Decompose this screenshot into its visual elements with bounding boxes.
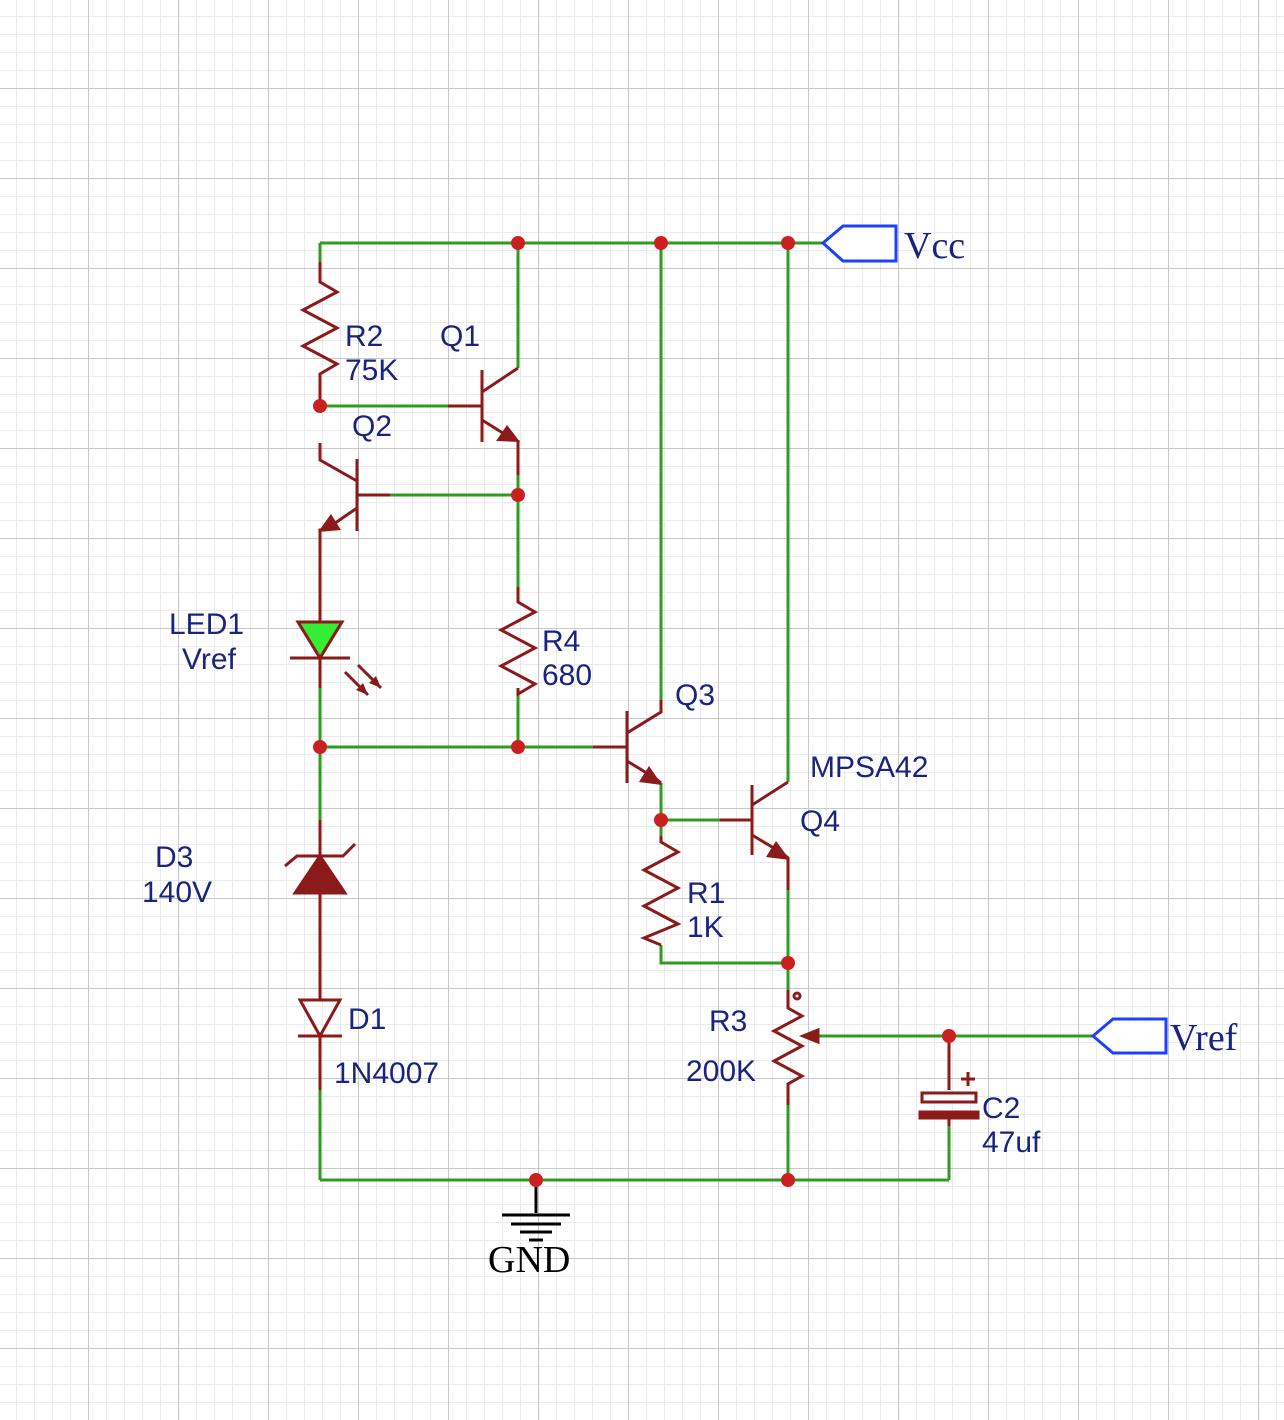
r4-value: 680 [542, 659, 592, 692]
r4-ref: R4 [542, 625, 580, 658]
led-led1[interactable] [290, 608, 383, 697]
r3-ref: R3 [709, 1005, 747, 1038]
zener-d3[interactable] [284, 820, 357, 1000]
net-label-gnd: GND [488, 1239, 570, 1281]
d3-ref: D3 [155, 841, 193, 874]
net-port-vcc[interactable] [820, 224, 898, 263]
led1-ref: LED1 [169, 608, 244, 641]
c2-value: 47uf [982, 1126, 1041, 1159]
r1-ref: R1 [687, 877, 725, 910]
junction-dot [781, 236, 795, 250]
transistor-q4[interactable] [720, 780, 790, 890]
diode-d1[interactable] [297, 998, 343, 1090]
capacitor-c2[interactable] [918, 1036, 980, 1126]
junction-dot [511, 488, 525, 502]
led1-value: Vref [182, 643, 237, 676]
resistor-r1[interactable] [640, 836, 682, 947]
junction-dot [781, 956, 795, 970]
junction-dot [654, 813, 668, 827]
r2-value: 75K [345, 354, 398, 387]
junction-dot [511, 740, 525, 754]
junction-dot [313, 399, 327, 413]
transistor-q2[interactable] [318, 443, 390, 608]
junction-dot [781, 1173, 795, 1187]
q2-ref: Q2 [352, 410, 392, 443]
q3-ref: Q3 [675, 679, 715, 712]
q1-ref: Q1 [440, 320, 480, 353]
junction-dot [313, 740, 327, 754]
d1-ref: D1 [348, 1003, 386, 1036]
junction-dot [654, 236, 668, 250]
q4-value: MPSA42 [810, 751, 928, 784]
net-label-vref: Vref [1170, 1017, 1238, 1059]
resistor-r4[interactable] [497, 587, 539, 697]
resistor-r2[interactable] [299, 262, 341, 406]
junction-dot [942, 1029, 956, 1043]
r3-value: 200K [686, 1055, 756, 1088]
net-ports [820, 224, 1168, 1055]
net-label-vcc: Vcc [904, 225, 965, 267]
transistor-q3[interactable] [593, 700, 663, 785]
junction-dot [529, 1173, 543, 1187]
r2-ref: R2 [345, 320, 383, 353]
c2-ref: C2 [982, 1092, 1020, 1125]
junction-dot [511, 236, 525, 250]
wire-r1-bottom [659, 945, 788, 965]
q4-ref: Q4 [800, 805, 840, 838]
junctions [313, 236, 956, 1187]
net-port-vref[interactable] [1090, 1017, 1168, 1055]
d1-value: 1N4007 [334, 1057, 439, 1090]
r1-value: 1K [687, 911, 724, 944]
labels: Vcc Vref GND R2 75K Q1 Q2 R4 680 LED1 Vr… [142, 225, 1238, 1281]
components [284, 262, 980, 1242]
ground-symbol [502, 1180, 570, 1242]
potentiometer-r3[interactable] [770, 990, 820, 1105]
d3-value: 140V [142, 876, 212, 909]
transistor-q1[interactable] [448, 366, 520, 475]
